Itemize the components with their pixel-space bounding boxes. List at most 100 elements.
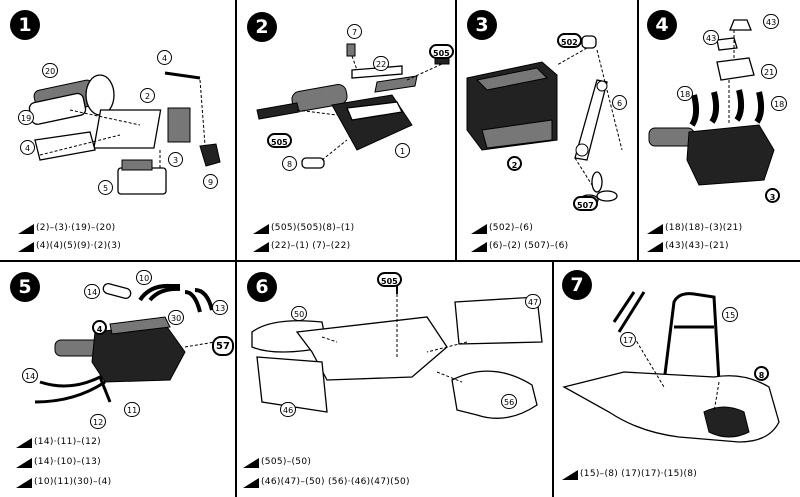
- part-callout: 9: [203, 174, 218, 189]
- instruction-text: (505)–(50): [261, 457, 312, 467]
- step-number-badge: 3: [467, 10, 497, 40]
- part-callout: 3: [765, 188, 780, 203]
- part-callout: 5: [98, 180, 113, 195]
- glue-tube-icon: [243, 478, 259, 488]
- part-callout: 20: [42, 63, 59, 78]
- glue-tube-icon: [16, 458, 32, 468]
- part-callout: 22: [373, 56, 390, 71]
- glue-instruction: (505)(505)(8)–(1): [253, 222, 355, 234]
- part-callout: 47: [525, 294, 542, 309]
- step-panel-1: 1 20 19 4 2 4 3 5 9 (2)–(3)·(19)–(20) (4…: [0, 0, 237, 262]
- instruction-text: (22)–(1) (7)–(22): [271, 241, 351, 251]
- step-number-badge: 1: [10, 10, 40, 40]
- part-callout: 14: [22, 368, 39, 383]
- part-callout: 15: [722, 307, 739, 322]
- part-callout: 43: [703, 30, 720, 45]
- glue-instruction: (4)(4)(5)(9)·(2)(3): [18, 240, 121, 252]
- glue-instruction: (43)(43)–(21): [647, 240, 729, 252]
- glue-tube-icon: [471, 224, 487, 234]
- instruction-text: (46)(47)–(50) (56)·(46)(47)(50): [261, 477, 410, 487]
- glue-tube-icon: [647, 224, 663, 234]
- glue-instruction: (22)–(1) (7)–(22): [253, 240, 350, 252]
- part-callout: 13: [212, 300, 229, 315]
- step-panel-6: 6 505 50 47 46 56 (505)–(50) (46)(47)–(5…: [237, 262, 554, 497]
- glue-instruction: (6)–(2) (507)–(6): [471, 240, 568, 252]
- glue-tube-icon: [16, 478, 32, 488]
- part-callout: 505: [429, 44, 454, 59]
- instruction-text: (14)·(10)–(13): [34, 457, 101, 467]
- instruction-text: (505)(505)(8)–(1): [271, 223, 355, 233]
- instruction-text: (10)(11)(30)–(4): [34, 477, 112, 487]
- part-callout: 4: [92, 320, 107, 335]
- part-callout: 8: [282, 156, 297, 171]
- part-callout: 502: [557, 33, 582, 48]
- step-4-illustration: [648, 19, 775, 186]
- part-callout: 505: [267, 133, 292, 148]
- step-7-illustration: [562, 291, 780, 443]
- instruction-text: (18)(18)–(3)(21): [665, 223, 743, 233]
- glue-tube-icon: [243, 458, 259, 468]
- step-5-illustration: [34, 283, 216, 404]
- glue-instruction: (18)(18)–(3)(21): [647, 222, 742, 234]
- step-panel-4: 4 43 43 21 18 18 3 (18)(18)–(3)(21) (43)…: [639, 0, 800, 262]
- part-callout: 8: [754, 366, 769, 381]
- step-panel-3: 3 502 6 2 507 (502)–(6) (6)–(2) (507)–(6…: [457, 0, 639, 262]
- instruction-text: (14)·(11)–(12): [34, 437, 101, 447]
- glue-instruction: (15)–(8) (17)(17)·(15)(8): [562, 468, 697, 480]
- glue-instruction: (46)(47)–(50) (56)·(46)(47)(50): [243, 476, 410, 488]
- glue-tube-icon: [562, 470, 578, 480]
- step-number-badge: 4: [647, 10, 677, 40]
- step-number-badge: 7: [562, 270, 592, 300]
- step-1-illustration: [28, 71, 221, 195]
- instruction-text: (6)–(2) (507)–(6): [489, 241, 569, 251]
- part-callout: 1: [395, 143, 410, 158]
- glue-tube-icon: [253, 242, 269, 252]
- step-panel-7: 7 15 17 8 (15)–(8) (17)(17)·(15)(8): [554, 262, 800, 497]
- step-panel-2: 2 7 22 505 505 8 1 (505)(505)(8)–(1) (22…: [237, 0, 457, 262]
- part-callout: 30: [168, 310, 185, 325]
- part-callout: 50: [291, 306, 308, 321]
- glue-instruction: (14)·(10)–(13): [16, 456, 101, 468]
- part-callout: 21: [761, 64, 778, 79]
- step-6-illustration: [251, 282, 543, 419]
- glue-tube-icon: [16, 438, 32, 448]
- instruction-text: (15)–(8) (17)(17)·(15)(8): [580, 469, 698, 479]
- glue-tube-icon: [471, 242, 487, 252]
- glue-tube-icon: [18, 224, 34, 234]
- part-callout: 2: [507, 156, 522, 171]
- part-callout: 507: [573, 196, 598, 211]
- glue-tube-icon: [253, 224, 269, 234]
- part-callout: 56: [501, 394, 518, 409]
- glue-tube-icon: [647, 242, 663, 252]
- part-callout: 6: [612, 95, 627, 110]
- part-callout: 46: [280, 402, 297, 417]
- part-callout: 17: [620, 332, 637, 347]
- step-number-badge: 2: [247, 12, 277, 42]
- glue-instruction: (10)(11)(30)–(4): [16, 476, 111, 488]
- glue-instruction: (502)–(6): [471, 222, 533, 234]
- part-callout: 57: [212, 336, 234, 356]
- instruction-text: (43)(43)–(21): [665, 241, 729, 251]
- part-callout: 19: [18, 110, 35, 125]
- step-panel-5: 5 14 10 13 30 4 57 14 12 11 (14)·(11)–(1…: [0, 262, 237, 497]
- part-callout: 11: [124, 402, 141, 417]
- part-callout: 3: [168, 152, 183, 167]
- part-callout: 43: [763, 14, 780, 29]
- part-callout: 18: [677, 86, 694, 101]
- instruction-text: (4)(4)(5)(9)·(2)(3): [36, 241, 122, 251]
- glue-instruction: (505)–(50): [243, 456, 311, 468]
- part-callout: 10: [136, 270, 153, 285]
- part-callout: 7: [347, 24, 362, 39]
- part-callout: 4: [20, 140, 35, 155]
- part-callout: 505: [377, 272, 402, 287]
- glue-instruction: (2)–(3)·(19)–(20): [18, 222, 115, 234]
- step-3-illustration: [466, 35, 623, 206]
- part-callout: 2: [140, 88, 155, 103]
- part-callout: 12: [90, 414, 107, 429]
- part-callout: 18: [771, 96, 788, 111]
- part-callout: 14: [84, 284, 101, 299]
- part-callout: 4: [157, 50, 172, 65]
- glue-tube-icon: [18, 242, 34, 252]
- glue-instruction: (14)·(11)–(12): [16, 436, 101, 448]
- instruction-text: (502)–(6): [489, 223, 534, 233]
